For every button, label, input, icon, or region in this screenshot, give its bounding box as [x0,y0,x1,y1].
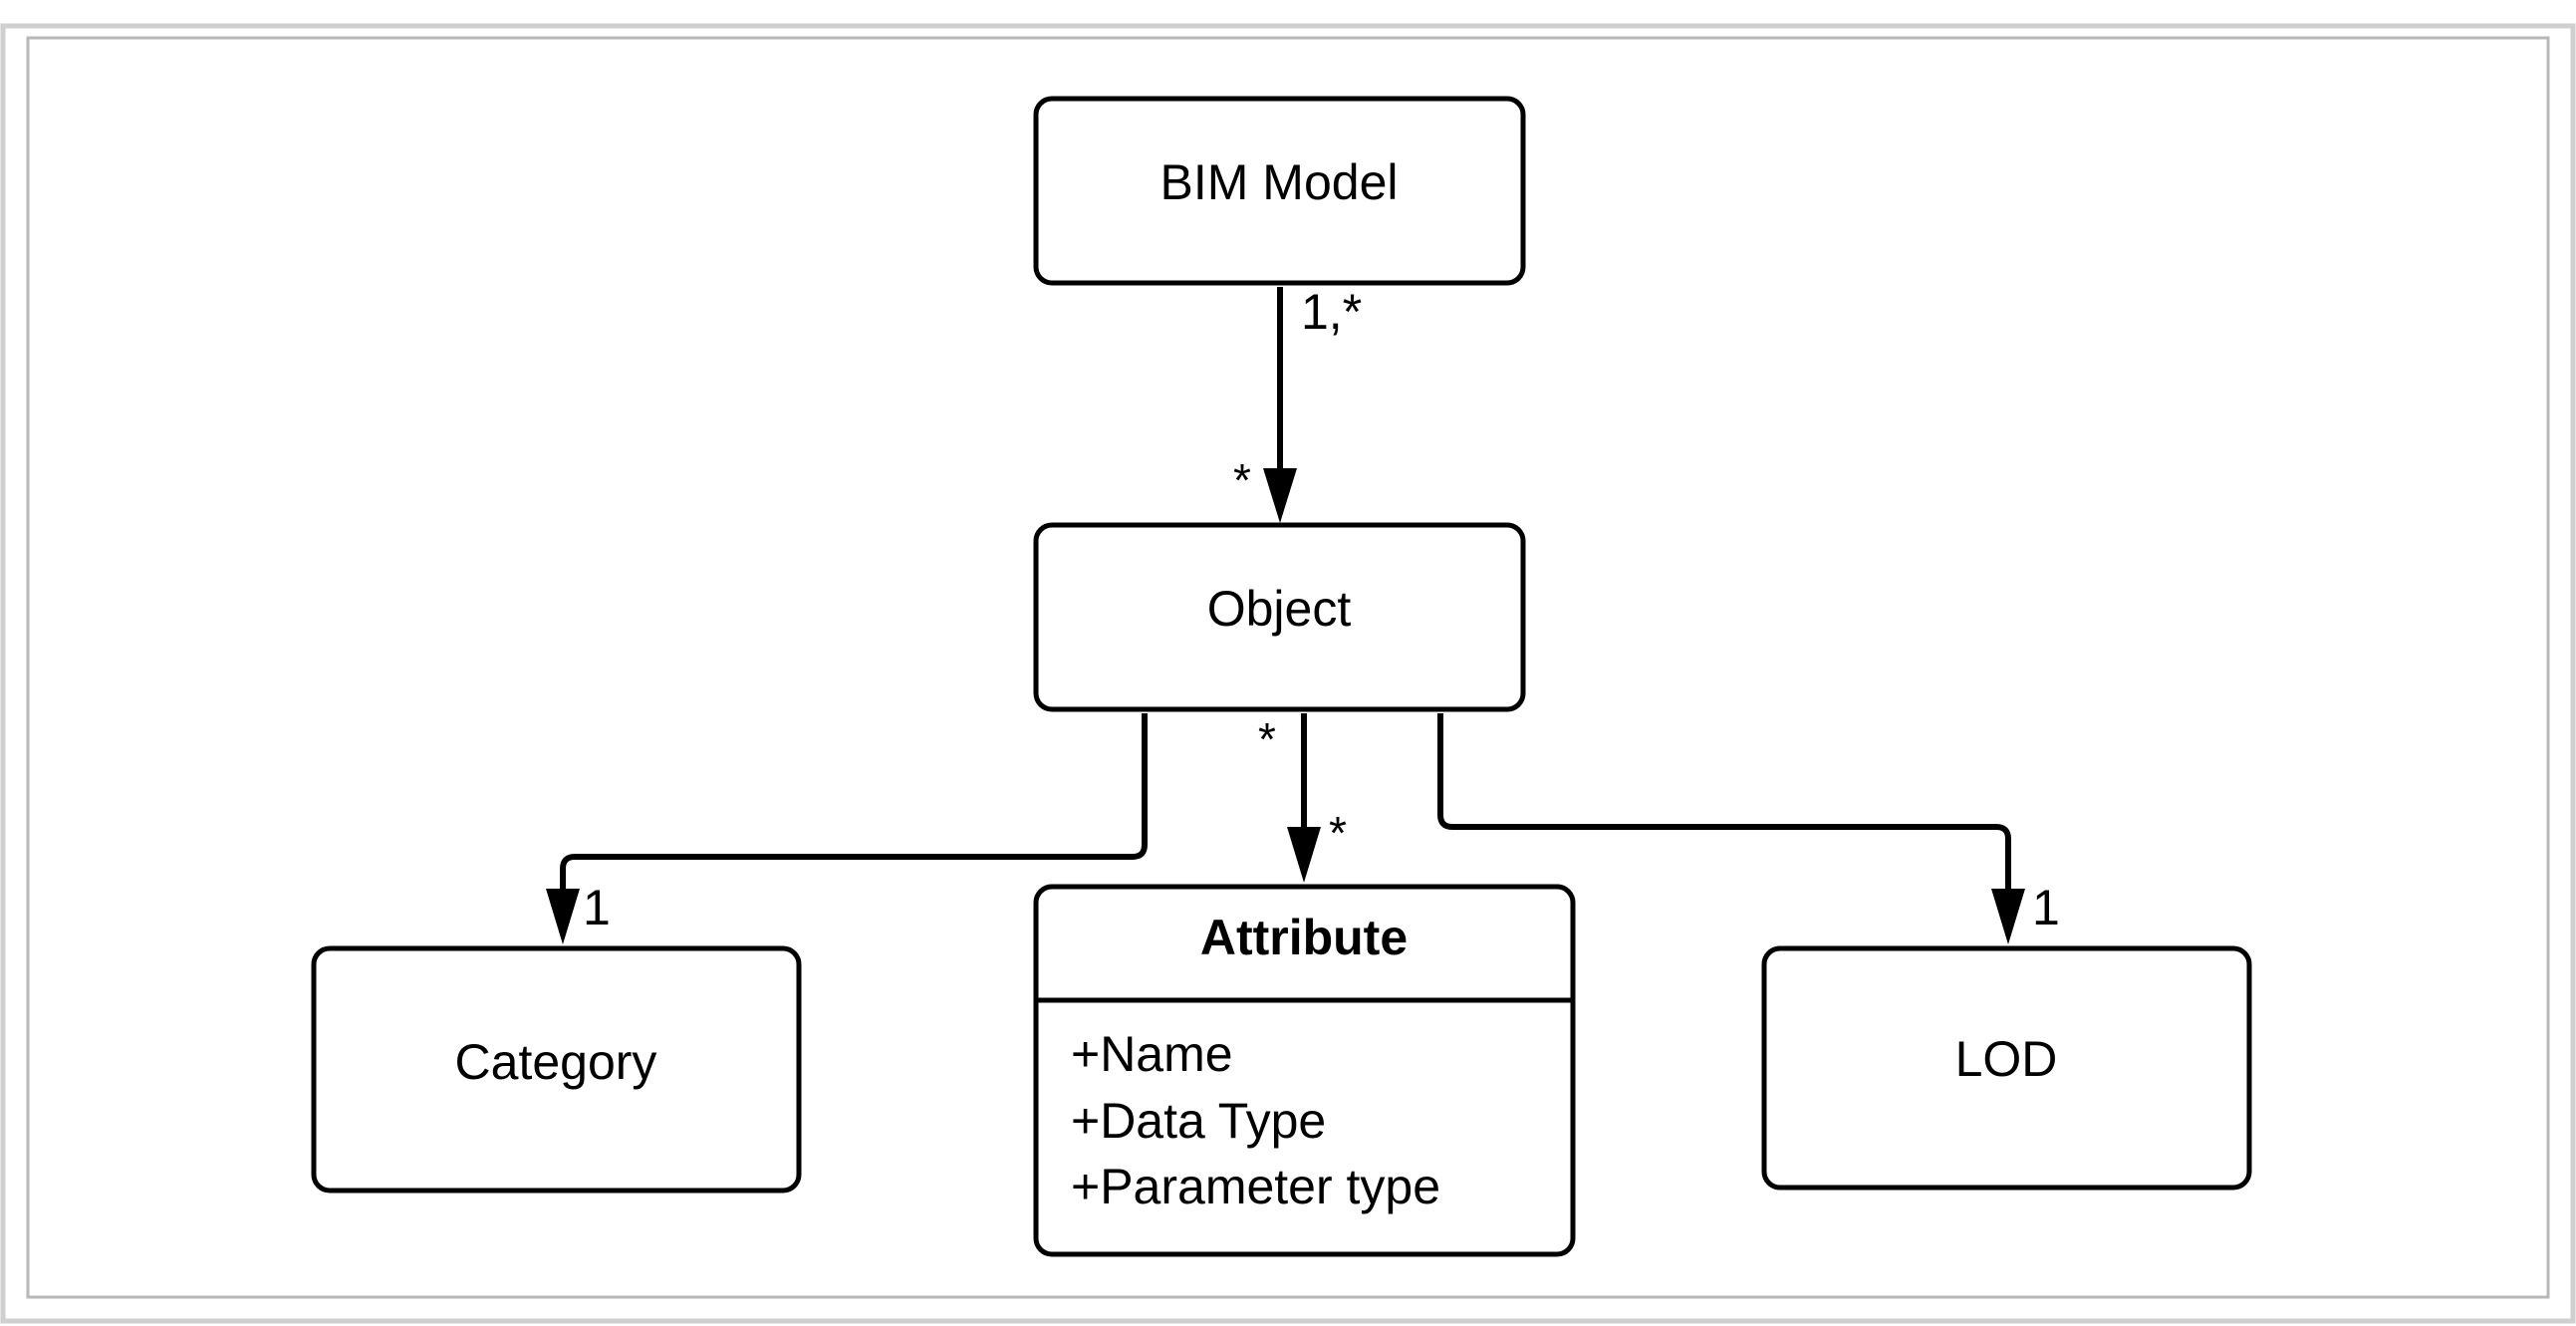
node-attribute: Attribute +Name +Data Type +Parameter ty… [1033,884,1576,1257]
lod-label: LOD [1955,1031,2058,1087]
attribute-field: +Parameter type [1071,1159,1440,1214]
category-label: Category [455,1034,657,1090]
diagram-frame-inner [26,36,2550,1299]
mult-bim-source: 1,* [1301,284,1362,340]
mult-object-target: * [1233,454,1251,506]
mult-attribute-source: * [1258,713,1276,765]
edge-object-to-category [560,713,1148,889]
arrowhead-object [1263,468,1297,523]
attribute-field: +Data Type [1071,1093,1326,1149]
node-category: Category [311,945,802,1193]
arrowhead-lod [1991,889,2025,944]
attribute-title: Attribute [1200,910,1408,965]
diagram-frame-outer [0,23,2576,1324]
node-lod: LOD [1761,945,2252,1191]
mult-attribute-target: * [1329,807,1347,859]
edge-object-to-lod [1437,713,2011,889]
object-label: Object [1207,581,1352,637]
mult-category-target: 1 [583,880,611,935]
attribute-field: +Name [1071,1026,1233,1082]
node-object: Object [1033,522,1526,712]
arrowhead-attribute [1287,827,1321,883]
node-bim-model: BIM Model [1033,96,1526,286]
arrowhead-category [546,889,580,944]
bim-model-label: BIM Model [1160,154,1399,210]
mult-lod-target: 1 [2032,880,2060,935]
